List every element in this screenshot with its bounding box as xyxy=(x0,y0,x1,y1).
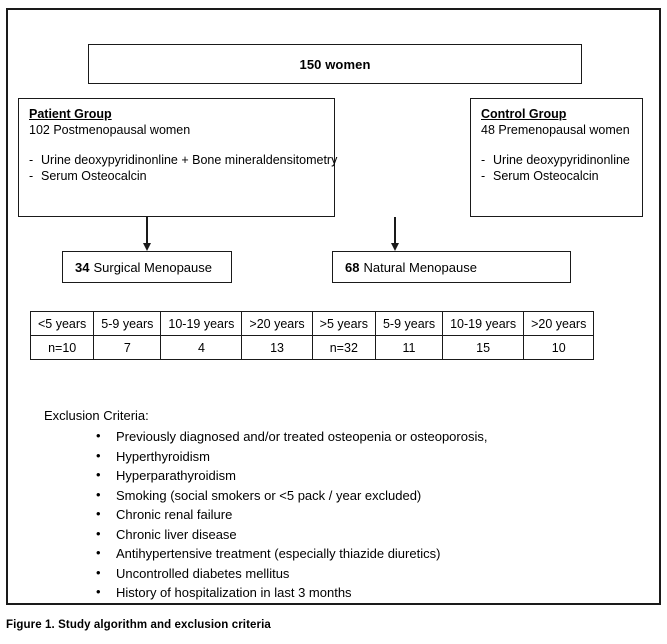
control-group-subtitle: 48 Premenopausal women xyxy=(481,123,630,137)
dash-bullet-icon: - xyxy=(29,153,34,167)
arrowhead-natural-icon xyxy=(390,243,399,251)
dash-bullet-icon: - xyxy=(481,169,486,183)
patient-group-title: Patient Group xyxy=(29,107,112,121)
table-header-cell: 10-19 years xyxy=(442,311,525,336)
dash-bullet-icon: - xyxy=(481,153,486,167)
table-header-cell: >20 years xyxy=(523,311,595,336)
patient-group-measure-item: -Serum Osteocalcin xyxy=(29,168,324,184)
exclusion-criteria-section: Exclusion Criteria: Previously diagnosed… xyxy=(44,406,624,603)
patient-group-measures: -Urine deoxypyridinonline + Bone mineral… xyxy=(29,152,337,184)
node-patient-group: Patient Group 102 Postmenopausal women -… xyxy=(18,98,337,217)
dash-bullet-icon: - xyxy=(29,169,34,183)
list-item: Antihypertensive treatment (especially t… xyxy=(44,543,624,564)
natural-menopause-label: Natural Menopause xyxy=(363,259,477,275)
table-value-cell: n=10 xyxy=(29,335,95,360)
table-value-cell: 7 xyxy=(93,335,162,360)
table-header-row: <5 years 5-9 years 10-19 years >20 years… xyxy=(29,311,595,336)
patient-group-measure-item: -Urine deoxypyridinonline + Bone mineral… xyxy=(29,152,337,168)
table-value-cell: 13 xyxy=(241,335,313,360)
list-item: Hyperthyroidism xyxy=(44,446,624,467)
table-header-cell: 10-19 years xyxy=(160,311,243,336)
natural-menopause-count: 68 xyxy=(345,259,360,275)
list-item: Hyperparathyroidism xyxy=(44,465,624,486)
table-value-cell: n=32 xyxy=(311,335,376,360)
table-value-cell: 10 xyxy=(523,335,595,360)
list-item: Chronic liver disease xyxy=(44,524,624,545)
list-item: Smoking (social smokers or <5 pack / yea… xyxy=(44,485,624,506)
exclusion-criteria-title: Exclusion Criteria: xyxy=(44,408,149,423)
node-surgical-menopause: 34 Surgical Menopause xyxy=(62,251,232,283)
list-item: Chronic renal failure xyxy=(44,504,624,525)
table-header-cell: <5 years xyxy=(29,311,95,336)
patient-group-subtitle: 102 Postmenopausal women xyxy=(29,123,191,137)
connector-patient-to-surgical xyxy=(146,217,148,244)
surgical-menopause-label: Surgical Menopause xyxy=(93,259,212,275)
exclusion-criteria-list: Previously diagnosed and/or treated oste… xyxy=(44,426,624,603)
table-header-cell: 5-9 years xyxy=(374,311,444,336)
list-item: Uncontrolled diabetes mellitus xyxy=(44,563,624,584)
table-value-cell: 15 xyxy=(442,335,525,360)
table-row: n=10 7 4 13 n=32 11 15 10 xyxy=(29,335,595,360)
control-group-measure-item: -Serum Osteocalcin xyxy=(481,168,632,184)
node-natural-menopause: 68 Natural Menopause xyxy=(332,251,571,283)
patient-group-measure-label: Serum Osteocalcin xyxy=(41,169,147,183)
surgical-menopause-count: 34 xyxy=(75,259,90,275)
control-group-measure-label: Urine deoxypyridinonline xyxy=(493,153,630,167)
control-group-measure-item: -Urine deoxypyridinonline xyxy=(481,152,632,168)
table-header-cell: >5 years xyxy=(311,311,376,336)
total-women-label: 150 women xyxy=(299,56,371,72)
menopause-duration-table: <5 years 5-9 years 10-19 years >20 years… xyxy=(29,311,595,360)
list-item: Previously diagnosed and/or treated oste… xyxy=(44,426,624,447)
table-value-cell: 11 xyxy=(374,335,444,360)
table-header-cell: >20 years xyxy=(241,311,313,336)
patient-group-measure-label: Urine deoxypyridinonline + Bone minerald… xyxy=(41,153,338,167)
figure-caption: Figure 1. Study algorithm and exclusion … xyxy=(6,619,271,631)
control-group-measure-label: Serum Osteocalcin xyxy=(493,169,599,183)
control-group-title: Control Group xyxy=(481,107,567,121)
table-value-cell: 4 xyxy=(160,335,243,360)
connector-patient-to-natural xyxy=(394,217,396,244)
node-total-women: 150 women xyxy=(88,44,582,84)
table-header-cell: 5-9 years xyxy=(93,311,162,336)
arrowhead-surgical-icon xyxy=(142,243,151,251)
list-item: History of hospitalization in last 3 mon… xyxy=(44,582,624,603)
control-group-measures: -Urine deoxypyridinonline -Serum Osteoca… xyxy=(481,152,632,184)
node-control-group: Control Group 48 Premenopausal women -Ur… xyxy=(470,98,643,217)
